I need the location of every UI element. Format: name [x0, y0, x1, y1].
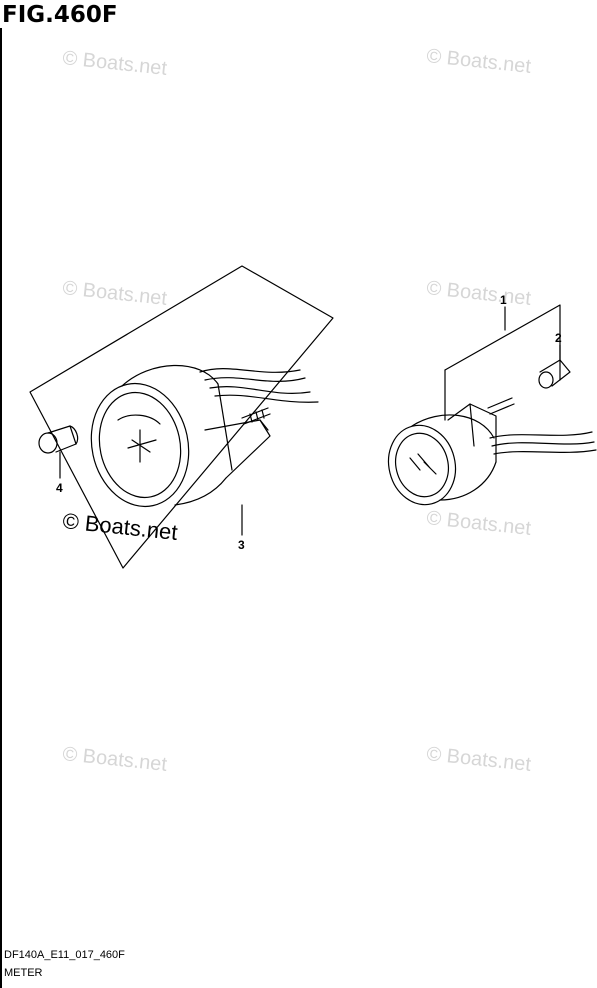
meter-assembly-3 [90, 364, 319, 508]
figure-title: FIG.460F [2, 2, 118, 28]
watermark-2: © Boats.net [425, 45, 532, 78]
watermark-6: © Boats.net [61, 743, 168, 776]
watermark-5: © Boats.net [425, 507, 532, 540]
bulb-4 [38, 425, 79, 454]
callout-4: 4 [56, 481, 63, 495]
kit-box-outline [29, 265, 334, 569]
bulb-2 [538, 359, 571, 389]
watermark-1: © Boats.net [61, 47, 168, 80]
left-border [0, 28, 2, 988]
figure-code: DF140A_E11_017_460F [4, 949, 125, 961]
figure-name: METER [4, 967, 43, 979]
bracket-1-top [444, 304, 561, 381]
watermark-4: © Boats.net [425, 277, 532, 310]
callout-3: 3 [238, 538, 245, 552]
callout-1: 1 [500, 293, 507, 307]
watermark-strong: © Boats.net [61, 508, 178, 545]
watermark-7: © Boats.net [425, 743, 532, 776]
watermark-3: © Boats.net [61, 277, 168, 310]
meter-assembly-1 [387, 397, 597, 506]
callout-2: 2 [555, 331, 562, 345]
